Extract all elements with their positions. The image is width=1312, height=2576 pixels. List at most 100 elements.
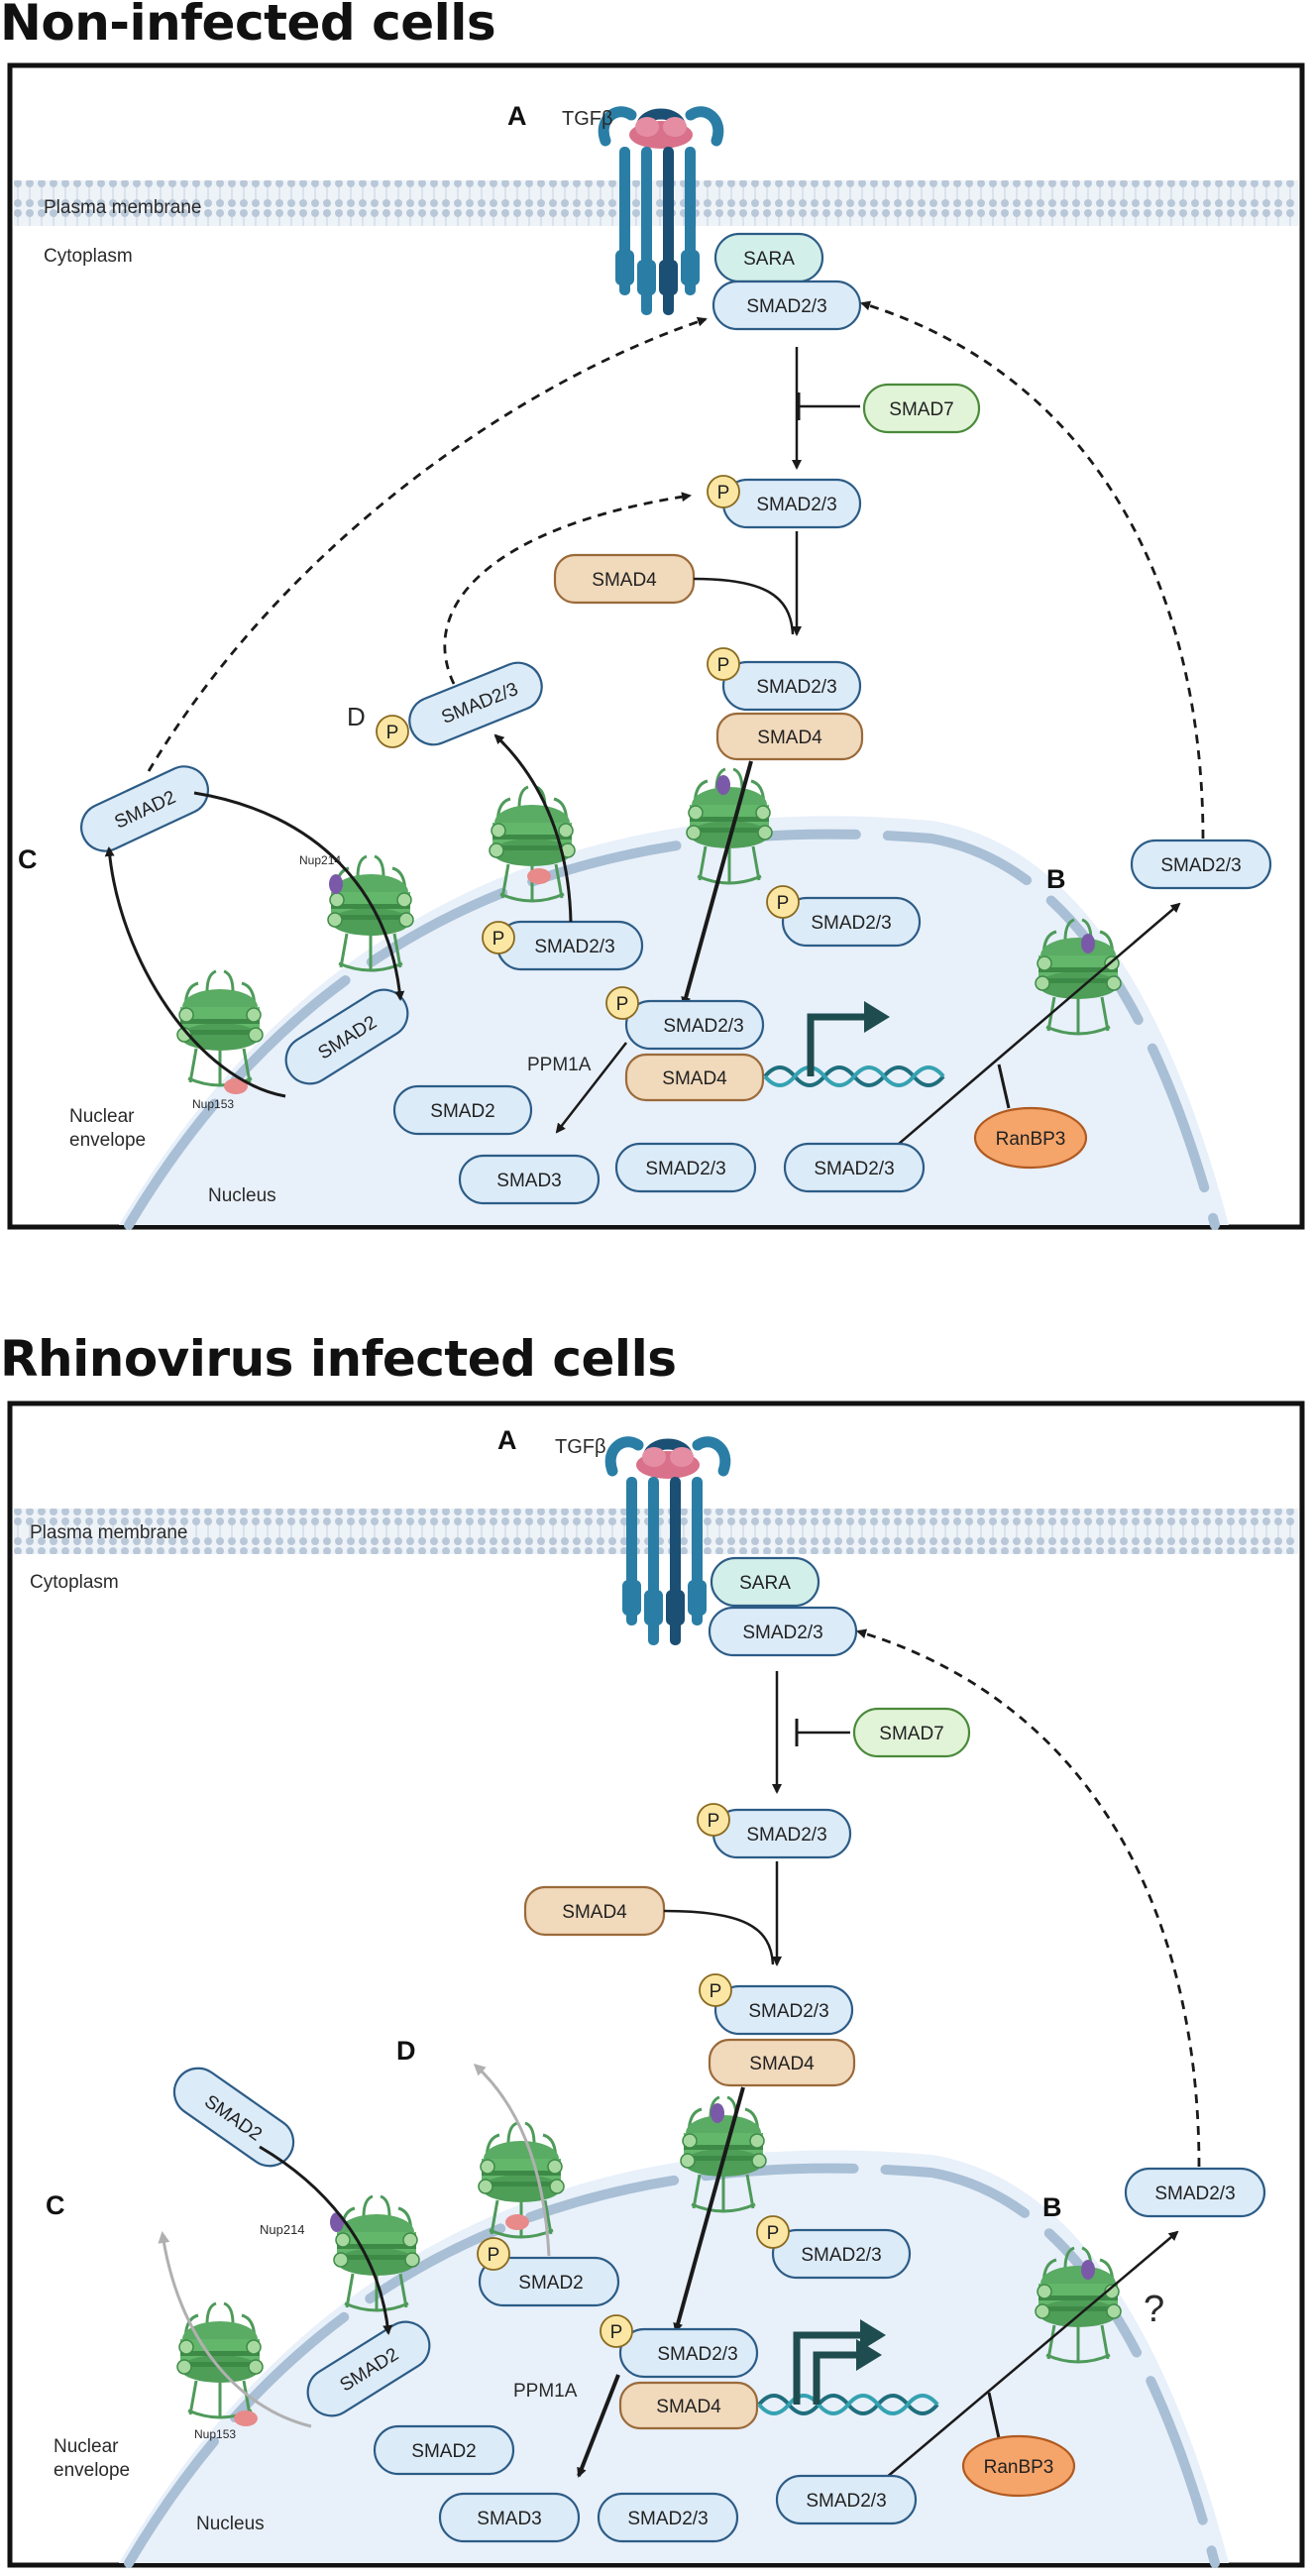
svg-text:SMAD2/3: SMAD2/3: [657, 2344, 737, 2365]
panel-rhinovirus-infected: A TGFβ Plasma membrane Cytoplasm SARA SM…: [7, 1400, 1305, 2568]
label-c: C: [46, 2190, 65, 2220]
svg-text:SMAD4: SMAD4: [749, 2054, 815, 2074]
label-nup153: Nup153: [192, 1097, 234, 1111]
sara-box: SARA: [713, 232, 824, 283]
svg-text:SMAD4: SMAD4: [656, 2397, 721, 2417]
svg-text:SMAD2/3: SMAD2/3: [1160, 855, 1241, 876]
svg-text:SMAD2/3: SMAD2/3: [627, 2509, 708, 2529]
label-nuclear-2: envelope: [54, 2460, 130, 2481]
label-ppm1a: PPM1A: [527, 1055, 592, 1075]
label-tgfb: TGFβ: [562, 108, 613, 130]
smad23-export-b: SMAD2/3: [1130, 839, 1272, 890]
smad23-export-b: SMAD2/3: [1124, 2167, 1266, 2218]
label-d: D: [396, 2036, 416, 2066]
smad23-b-nucleus: SMAD2/3: [775, 2474, 918, 2525]
svg-text:SMAD4: SMAD4: [562, 1902, 627, 1923]
label-b: B: [1046, 864, 1066, 894]
svg-text:SMAD2/3: SMAD2/3: [663, 1016, 743, 1037]
nuclear-envelope: [124, 829, 1220, 1230]
svg-text:SMAD2/3: SMAD2/3: [756, 495, 836, 515]
p-smad23-smad4-complex: SMAD2/3 P SMAD4: [699, 1973, 856, 2087]
label-ppm1a: PPM1A: [513, 2381, 578, 2402]
smad4-cyto: SMAD4: [553, 553, 696, 605]
svg-text:SARA: SARA: [743, 249, 795, 270]
label-nuclear-1: Nuclear: [69, 1106, 135, 1127]
svg-text:SMAD2/3: SMAD2/3: [742, 1623, 822, 1643]
label-d: D: [347, 702, 366, 731]
svg-text:SMAD2/3: SMAD2/3: [756, 677, 836, 698]
smad23-receptor: SMAD2/3: [708, 1606, 858, 1657]
ranbp3-box: RanBP3: [973, 1106, 1088, 1170]
label-tgfb: TGFβ: [555, 1436, 606, 1458]
p-smad23-nucleus: SMAD2/3 P SMAD4: [605, 986, 765, 1102]
svg-text:P: P: [616, 994, 629, 1015]
label-nuclear-2: envelope: [69, 1130, 146, 1151]
label-question: ?: [1144, 2289, 1164, 2330]
smad4-cyto: SMAD4: [523, 1885, 666, 1937]
svg-text:SMAD2/3: SMAD2/3: [534, 937, 614, 957]
p-smad23-smad4-complex: SMAD2/3 P SMAD4: [707, 647, 864, 761]
svg-text:P: P: [492, 929, 505, 950]
svg-text:P: P: [610, 2322, 623, 2343]
svg-text:P: P: [708, 1811, 720, 1832]
svg-text:P: P: [710, 1981, 722, 2002]
label-nucleus: Nucleus: [208, 1185, 276, 1206]
label-cytoplasm: Cytoplasm: [44, 246, 133, 267]
label-b: B: [1042, 2192, 1062, 2222]
svg-text:SMAD2/3: SMAD2/3: [645, 1159, 725, 1179]
label-plasma-membrane: Plasma membrane: [44, 197, 201, 218]
svg-text:P: P: [767, 2223, 780, 2244]
svg-text:SMAD2: SMAD2: [518, 2273, 583, 2294]
smad2-cyto-c: SMAD2: [80, 765, 209, 852]
gene-arrow-icon: [793, 2331, 864, 2405]
p-smad23-nucleus-free: SMAD2/3 P: [766, 885, 922, 948]
svg-text:P: P: [386, 723, 399, 743]
svg-text:SMAD2: SMAD2: [430, 1101, 494, 1122]
sara-box: SARA: [710, 1556, 820, 1608]
label-c: C: [18, 844, 38, 874]
smad3-nucleus: SMAD3: [438, 2492, 581, 2543]
plasma-membrane: [14, 180, 1298, 226]
svg-text:SMAD2/3: SMAD2/3: [811, 913, 891, 934]
svg-text:P: P: [777, 893, 790, 914]
label-a: A: [507, 101, 527, 131]
label-cytoplasm: Cytoplasm: [30, 1572, 119, 1593]
svg-text:P: P: [488, 2245, 500, 2266]
label-nup153: Nup153: [194, 2427, 236, 2441]
title-rhinovirus-infected: Rhinovirus infected cells: [0, 1330, 677, 1388]
label-nuclear-1: Nuclear: [54, 2436, 119, 2457]
title-non-infected: Non-infected cells: [0, 0, 496, 52]
svg-text:SMAD2/3: SMAD2/3: [801, 2245, 881, 2266]
svg-text:SARA: SARA: [739, 1573, 791, 1594]
svg-text:SMAD3: SMAD3: [496, 1171, 561, 1191]
svg-text:SMAD2/3: SMAD2/3: [746, 296, 826, 317]
smad23-b-nucleus: SMAD2/3: [783, 1142, 926, 1193]
svg-text:SMAD4: SMAD4: [662, 1068, 727, 1089]
smad3-nucleus: SMAD3: [458, 1154, 601, 1205]
svg-text:P: P: [717, 655, 730, 676]
p-smad23-nucleus-export: SMAD2/3 P: [482, 920, 644, 971]
smad2-nucleus: SMAD2: [373, 2424, 515, 2476]
svg-text:SMAD4: SMAD4: [592, 570, 657, 591]
smad7-box: SMAD7: [852, 1707, 971, 1758]
svg-text:SMAD2/3: SMAD2/3: [748, 2001, 828, 2022]
smad2-nucleus-d: SMAD2 P: [477, 2237, 620, 2307]
label-plasma-membrane: Plasma membrane: [30, 1522, 187, 1543]
panel-non-infected: A TGFβ Plasma membrane Cytoplasm SARA SM…: [7, 62, 1305, 1230]
svg-text:RanBP3: RanBP3: [996, 1129, 1066, 1150]
smad23-receptor: SMAD2/3: [711, 280, 862, 331]
smad2-cyto-c: SMAD2: [172, 2067, 295, 2168]
svg-text:P: P: [717, 483, 730, 504]
svg-text:SMAD7: SMAD7: [889, 399, 953, 420]
svg-text:SMAD2: SMAD2: [411, 2441, 476, 2462]
smad23-nucleus: SMAD2/3: [597, 2492, 739, 2543]
nuclear-envelope: [124, 2163, 1220, 2568]
svg-text:SMAD2/3: SMAD2/3: [1154, 2184, 1235, 2204]
svg-text:RanBP3: RanBP3: [984, 2457, 1054, 2478]
svg-text:SMAD2/3: SMAD2/3: [814, 1159, 894, 1179]
label-nup214: Nup214: [299, 853, 341, 867]
svg-text:SMAD2/3: SMAD2/3: [746, 1825, 826, 1846]
label-a: A: [497, 1425, 517, 1455]
gene-arrow-icon: [807, 1013, 868, 1076]
